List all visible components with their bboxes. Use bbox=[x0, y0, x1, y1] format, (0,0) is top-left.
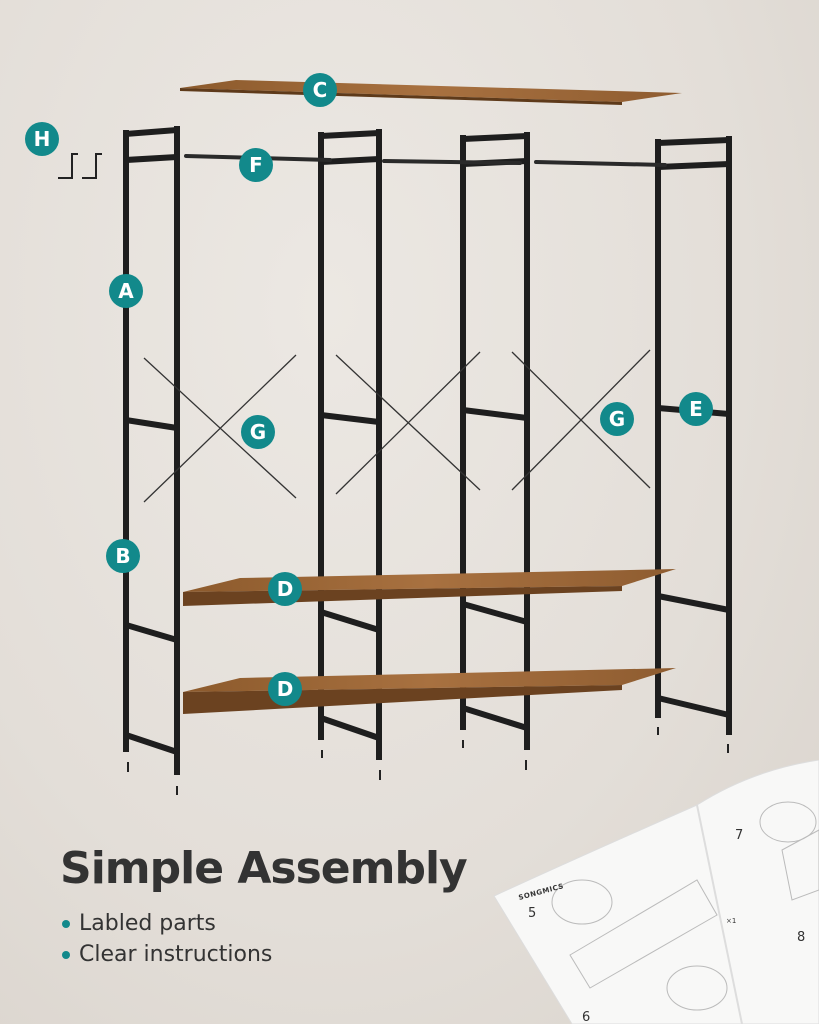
bullet-icon bbox=[62, 919, 70, 928]
feature-list: Labled parts Clear instructions bbox=[62, 908, 272, 970]
shelf-lower bbox=[183, 668, 676, 692]
label-d-badge-2: D bbox=[268, 672, 302, 706]
step-number: 6 bbox=[582, 1010, 591, 1024]
hooks bbox=[58, 153, 102, 179]
label-e-badge: E bbox=[679, 392, 713, 426]
feet bbox=[127, 727, 729, 795]
shelf-upper bbox=[183, 569, 676, 592]
feature-item: Labled parts bbox=[62, 908, 272, 939]
page-title: Simple Assembly bbox=[60, 843, 468, 894]
label-d-badge: D bbox=[268, 572, 302, 606]
cross-braces bbox=[143, 349, 651, 503]
step-number: 8 bbox=[797, 930, 806, 945]
feature-text: Clear instructions bbox=[79, 942, 273, 967]
feature-item: Clear instructions bbox=[62, 939, 272, 970]
label-b-badge: B bbox=[106, 539, 140, 573]
quantity-text: ×1 bbox=[726, 917, 737, 925]
step-number: 7 bbox=[735, 828, 744, 843]
label-h-badge: H bbox=[25, 122, 59, 156]
label-g-badge-2: G bbox=[600, 402, 634, 436]
instruction-manual: SONGMICS 5 6 7 8 ×1 bbox=[492, 760, 819, 1024]
label-g-badge: G bbox=[241, 415, 275, 449]
bullet-icon bbox=[62, 950, 70, 959]
step-number: 5 bbox=[528, 906, 537, 921]
label-c-badge: C bbox=[303, 73, 337, 107]
feature-text: Labled parts bbox=[79, 911, 216, 936]
frames bbox=[123, 126, 732, 775]
label-f-badge: F bbox=[239, 148, 273, 182]
label-a-badge: A bbox=[109, 274, 143, 308]
